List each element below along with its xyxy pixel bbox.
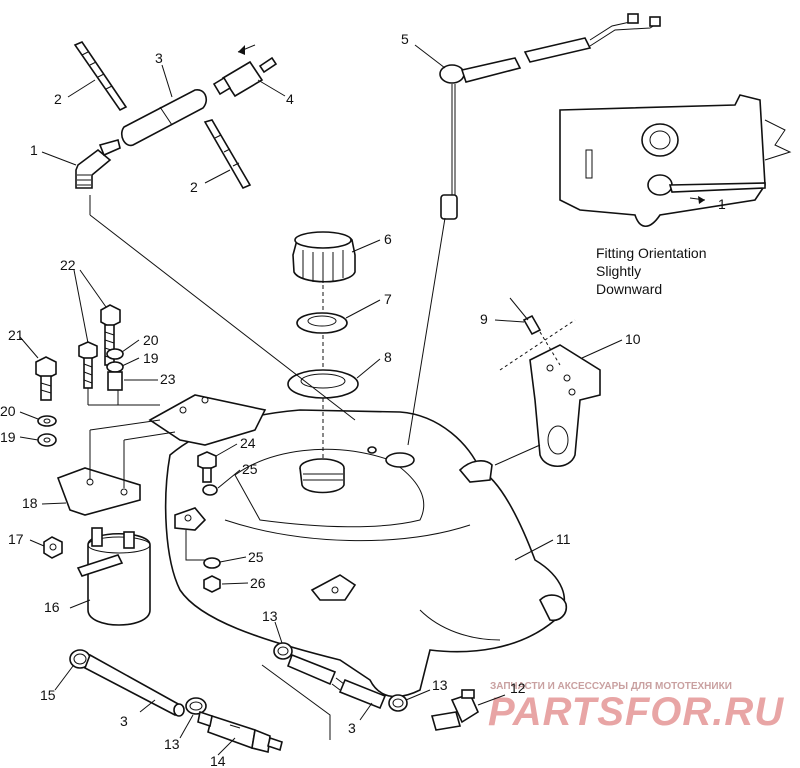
inline-filter-14 [197, 710, 283, 753]
washer-20-left [37, 415, 57, 427]
callout-14: 14 [210, 753, 226, 768]
callout-leaders [19, 44, 623, 756]
hose-clamp-13-middle [273, 642, 293, 660]
fuel-gauge-sender [407, 13, 661, 446]
washer-19-left [37, 433, 57, 447]
inset-note-line2: Slightly [596, 263, 641, 279]
washer-25-lower [203, 557, 221, 569]
fuel-hose-lower-left [83, 653, 185, 717]
callout-2-lower: 2 [190, 179, 198, 195]
callout-5: 5 [401, 31, 409, 47]
callout-26: 26 [250, 575, 266, 591]
inset-note-line3: Downward [596, 281, 662, 297]
callout-11: 11 [556, 531, 571, 547]
callout-6: 6 [384, 231, 392, 247]
callout-25-lower: 25 [248, 549, 264, 565]
callout-1: 1 [30, 142, 38, 158]
washer-25-upper [202, 484, 218, 496]
vent-hose [120, 89, 207, 147]
callout-labels: 1 2 2 3 4 5 6 7 8 9 10 11 12 13 13 13 14… [0, 31, 641, 768]
check-valve [212, 44, 278, 98]
callout-8: 8 [384, 349, 392, 365]
callout-3-upper: 3 [155, 50, 163, 66]
callout-21: 21 [8, 327, 24, 343]
callout-2-upper: 2 [54, 91, 62, 107]
vent-lead-diagonal [89, 214, 356, 421]
callout-17: 17 [8, 531, 24, 547]
callout-3-lower-right: 3 [348, 720, 356, 736]
nut-26 [185, 530, 221, 593]
nut-17 [43, 536, 63, 559]
washers-stack [106, 348, 124, 405]
hose-clamp-13-left [185, 697, 207, 715]
watermark: ЗАПЧАСТИ И АКСЕССУАРЫ ДЛЯ МОТОТЕХНИКИ PA… [488, 681, 784, 734]
callout-4: 4 [286, 91, 294, 107]
callout-15: 15 [40, 687, 56, 703]
hose-clamp-13-right [388, 694, 408, 712]
upper-bracket [87, 370, 267, 446]
callout-3-lower-left: 3 [120, 713, 128, 729]
callout-18: 18 [22, 495, 38, 511]
filter-bracket [56, 419, 176, 516]
vent-fitting-small [499, 297, 576, 371]
callout-13-middle: 13 [262, 608, 278, 624]
callout-7: 7 [384, 291, 392, 307]
fuel-filter [76, 527, 151, 626]
cap-gasket [296, 312, 348, 334]
callout-22: 22 [60, 257, 76, 273]
callout-9: 9 [480, 311, 488, 327]
callout-25-upper: 25 [242, 461, 258, 477]
callout-23: 23 [160, 371, 176, 387]
callout-12: 12 [510, 680, 526, 696]
bolt-21 [35, 356, 57, 401]
callout-10: 10 [625, 331, 641, 347]
fuel-cap [292, 231, 356, 283]
fuel-hose-lower-right [261, 653, 387, 740]
callout-13-left: 13 [164, 736, 180, 752]
elbow-fitting-12 [430, 689, 480, 731]
inset-note-line1: Fitting Orientation [596, 245, 707, 261]
callout-20-left: 20 [0, 403, 16, 419]
callout-19-right: 19 [143, 350, 159, 366]
inset-note: Fitting Orientation Slightly Downward [596, 245, 707, 297]
vent-hose-lower [203, 119, 252, 190]
callout-1-inset: 1 [718, 196, 726, 212]
callout-24: 24 [240, 435, 256, 451]
callout-16: 16 [44, 599, 60, 615]
callout-13-right: 13 [432, 677, 448, 693]
vent-fitting [75, 139, 121, 189]
inset-fitting-orientation: 1 [559, 94, 792, 228]
mounting-bracket [494, 344, 601, 468]
vent-hose-upper [73, 41, 128, 112]
callout-19-left: 19 [0, 429, 16, 445]
bolt-22b [78, 341, 98, 389]
callout-20-right: 20 [143, 332, 159, 348]
watermark-sub-text: ЗАПЧАСТИ И АКСЕССУАРЫ ДЛЯ МОТОТЕХНИКИ [490, 681, 732, 692]
bolt-24 [197, 451, 217, 483]
watermark-logo-text: PARTSFOR.RU [488, 690, 784, 734]
filler-gasket [287, 369, 359, 399]
fuel-tank [164, 409, 568, 698]
